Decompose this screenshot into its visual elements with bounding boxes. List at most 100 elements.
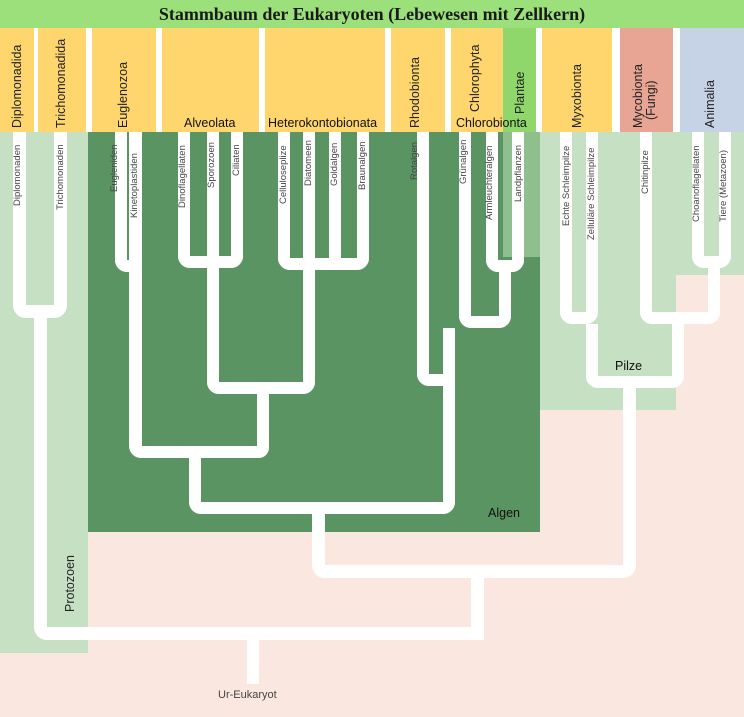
group-label-diplomonadida: Diplomonadida <box>10 44 24 128</box>
group-label-fungi: (Fungi) <box>644 80 658 120</box>
group-label-alveolata: Alveolata <box>184 116 236 130</box>
branch <box>417 132 429 386</box>
diagram-title: Stammbaum der Eukaryoten (Lebewesen mit … <box>158 4 586 24</box>
branch <box>357 132 369 270</box>
group-label-plantae: Plantae <box>513 71 527 114</box>
algae-area <box>88 132 503 532</box>
leaf-label-diatomeen: Diatomeen <box>303 140 314 186</box>
branch <box>672 324 684 388</box>
group-label-rhodobionta: Rhodobionta <box>408 57 422 128</box>
branch <box>13 132 26 318</box>
leaf-label-goldalgen: Goldalgen <box>329 142 340 186</box>
leaf-label-rotalgen: Rotalgen <box>409 141 420 180</box>
leaf-label-kinetoplastiden: Kinetoplastiden <box>129 153 140 218</box>
header-separator <box>385 28 391 132</box>
group-label-heterokontobionata: Heterokontobionata <box>268 116 378 130</box>
root-label: Ur-Eukaryot <box>218 689 277 701</box>
branch <box>129 132 142 458</box>
header-separator <box>86 28 92 132</box>
branch <box>459 132 471 328</box>
branch <box>560 312 598 324</box>
branch <box>178 132 190 268</box>
leaf-label-diplomonaden: Diplomonaden <box>12 144 23 206</box>
branch <box>312 514 325 578</box>
header-fungi-band <box>620 28 673 132</box>
header-separator <box>445 28 451 132</box>
branch <box>207 382 315 394</box>
branch <box>329 132 341 266</box>
branch <box>189 502 455 514</box>
header-separator <box>673 28 680 132</box>
branch <box>189 458 201 514</box>
title-bar <box>0 0 744 28</box>
branch <box>257 394 269 458</box>
group-label-animalia: Animalia <box>703 80 717 128</box>
leaf-label-landpflanzen: Landpflanzen <box>513 144 524 202</box>
branch <box>640 132 652 324</box>
region-label-algen: Algen <box>488 506 520 520</box>
group-label-trichomonadida: Trichomonadida <box>54 38 68 128</box>
branch <box>247 640 259 684</box>
leaf-label-trichomonaden: Trichomonaden <box>55 144 66 210</box>
leaf-label-armleuchteralgen: Armleuchteralgen <box>484 145 495 220</box>
branch <box>486 260 524 272</box>
group-label-chlorophyta: Chlorophyta <box>468 44 482 112</box>
branch <box>499 272 511 328</box>
branch <box>417 374 455 386</box>
leaf-label-celluloseplize: Celluloseplize <box>278 145 289 204</box>
branch <box>560 132 572 324</box>
branch <box>34 627 484 640</box>
branch <box>129 446 269 458</box>
leaf-label-chitinpilze: Chitinpilze <box>640 150 651 194</box>
branch <box>278 132 290 270</box>
group-label-euglenozoa: Euglenozoa <box>116 61 130 128</box>
branch <box>586 132 598 324</box>
branch <box>586 376 684 388</box>
branch <box>303 132 315 266</box>
header-animalia-band <box>680 28 744 132</box>
header-separator <box>259 28 265 132</box>
branch <box>623 388 636 578</box>
header-separator <box>34 28 38 132</box>
header-yellow-band <box>0 28 503 132</box>
branch <box>719 132 731 268</box>
branch <box>207 132 219 394</box>
branch <box>692 256 731 268</box>
branch <box>115 132 127 272</box>
branch <box>443 328 455 514</box>
leaf-label-sporozoen: Sporozoen <box>206 142 217 188</box>
region-label-protozoen: Protozoen <box>63 555 77 612</box>
leaf-label-eugleniden: Eugleniden <box>109 144 120 192</box>
branch <box>34 318 47 640</box>
branch <box>459 316 511 328</box>
group-label-myxobionta: Myxobionta <box>570 64 584 128</box>
branch <box>640 312 720 324</box>
leaf-label-tiere: Tiere (Metazoen) <box>718 150 729 222</box>
header-myxobionta-band <box>540 28 615 132</box>
branch <box>13 305 67 318</box>
branch <box>312 565 636 578</box>
leaf-label-ciliaten: Ciliaten <box>231 144 242 176</box>
branch <box>512 132 524 272</box>
header-separator <box>536 28 542 132</box>
group-label-chlorobionta: Chlorobionta <box>456 116 527 130</box>
leaf-label-braunalgen: Braunalgen <box>357 141 368 190</box>
branch <box>708 268 720 324</box>
branch <box>231 132 243 268</box>
branch <box>586 324 598 388</box>
region-label-pilze: Pilze <box>615 359 643 373</box>
leaf-label-choanoflagellaten: Choanoflagellaten <box>691 145 702 222</box>
header-separator <box>156 28 162 132</box>
header-plantae-band <box>503 28 540 132</box>
branch <box>486 132 498 272</box>
group-label-mycobionta: Mycobionta <box>631 64 645 128</box>
branch <box>692 132 704 268</box>
leaf-label-gruenalgen: Grünalgen <box>458 139 469 184</box>
header-separator <box>612 28 620 132</box>
leaf-label-zellulaere-schleimpilze: Zelluläre Schleimpilze <box>586 147 597 240</box>
branch <box>303 270 315 394</box>
branch <box>54 132 67 318</box>
branch <box>471 565 484 640</box>
leaf-label-echte-schleimpilze: Echte Schleimpilze <box>561 145 572 226</box>
